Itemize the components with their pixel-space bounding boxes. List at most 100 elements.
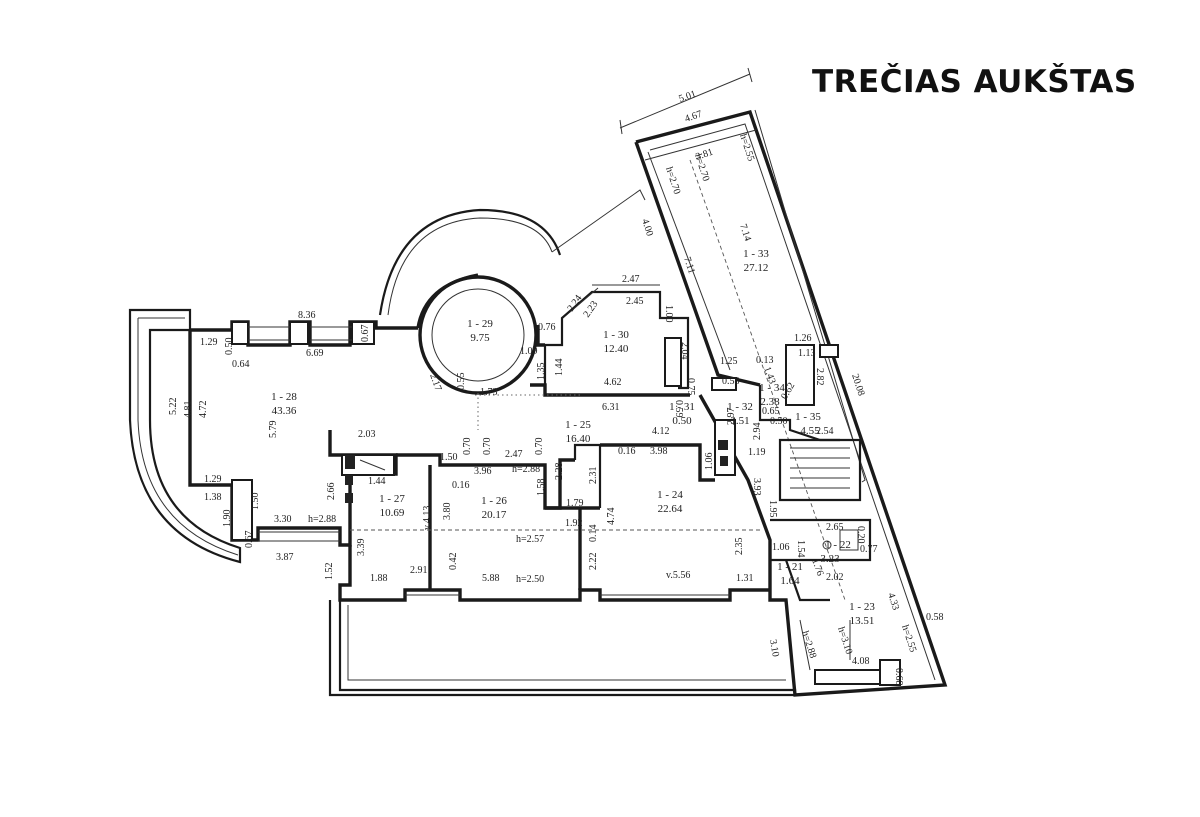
dimension-label: h=2.88: [308, 514, 336, 525]
dimension-label: 1.92: [565, 518, 583, 529]
dimension-label: 5.88: [482, 573, 500, 584]
room-id-26: 1 - 26: [481, 495, 507, 507]
dimension-label: 2.66: [326, 483, 337, 501]
dimension-label: 0.13: [756, 355, 774, 366]
dimension-label: 4.08: [852, 656, 870, 667]
dimension-label: h=2.55: [737, 133, 756, 163]
dimension-label: 1.31: [736, 573, 754, 584]
room-id-34: 1 - 34: [759, 382, 785, 394]
dimension-label: 1.58: [536, 479, 547, 497]
room-area-26: 20.17: [482, 509, 507, 521]
dimension-label: 5.01: [677, 89, 697, 105]
dimension-label: 0.42: [448, 553, 459, 571]
dimension-label: 2.54: [816, 426, 834, 437]
room-id-25: 1 - 25: [565, 419, 591, 431]
dimension-label: 2.04: [679, 342, 690, 360]
dimension-label: 7.14: [737, 223, 753, 243]
dimension-label: 1.19: [748, 447, 766, 458]
dimension-label: 2.82: [814, 368, 825, 386]
dimension-label: 0.68: [893, 668, 904, 686]
dimension-label: 3.10: [767, 639, 781, 658]
dimension-label: 4.74: [606, 508, 617, 526]
dimension-label: 1.50: [440, 452, 458, 463]
dimension-label: 2.23: [581, 299, 600, 320]
room-area-24: 22.64: [658, 503, 683, 515]
room-id-35: 1 - 35: [795, 411, 821, 423]
room-30-walls: [530, 284, 690, 397]
right-wing-walls: [619, 67, 948, 697]
dimension-label: 0.58: [722, 376, 740, 387]
dimension-label: 5.22: [168, 398, 179, 416]
room-labels: 1 - 28 43.36 1 - 29 9.75 1 - 30 12.40 1 …: [271, 248, 875, 627]
dimension-label: 1.90: [222, 510, 233, 528]
dimension-label: 7.11: [681, 256, 697, 276]
dimension-label: 1.29: [200, 337, 218, 348]
dimension-label: 1.88: [370, 573, 388, 584]
room-id-30: 1 - 30: [603, 329, 629, 341]
dimension-label: h=2.88: [799, 630, 818, 660]
dimension-label: 1.38: [204, 492, 222, 503]
dimension-label: 1.00: [663, 305, 674, 323]
dimension-label: 2.22: [588, 553, 599, 571]
dimension-label: 3.30: [274, 514, 292, 525]
dimension-label: 6.31: [602, 402, 620, 413]
dimension-label: 4.81: [183, 401, 194, 419]
dimension-label: 1.50: [250, 493, 261, 511]
room-id-24: 1 - 24: [657, 489, 683, 501]
dimension-label: 2.47: [622, 274, 640, 285]
dimension-label: v.4.13: [422, 506, 433, 530]
dimension-label: v.5.56: [666, 570, 690, 581]
room-id-21: 1 - 21: [777, 561, 803, 573]
room-29-circle: [378, 189, 646, 430]
dimension-label: 6.69: [306, 348, 324, 359]
dimension-label: 0.59: [673, 400, 684, 418]
dimension-label: 1.35: [536, 363, 547, 381]
room-area-31: 0.50: [672, 415, 692, 427]
dimension-label: 2.47: [505, 449, 523, 460]
dimension-label: 1.95: [767, 500, 778, 518]
dimension-label: 3.39: [356, 539, 367, 557]
dimension-label: 4.72: [198, 401, 209, 419]
dimension-label: 2.65: [826, 522, 844, 533]
dimension-label: 0.70: [534, 438, 545, 456]
dimension-label: 1.44: [368, 476, 386, 487]
dimension-label: 2.28: [554, 463, 565, 481]
dimension-label: 1.44: [554, 359, 565, 377]
dimension-label: 2.17: [427, 372, 443, 392]
dimension-label: 2.02: [826, 572, 844, 583]
dimension-label: 0.50: [224, 338, 235, 356]
dimension-labels: 5.01 4.67 3.81 h=2.70 h=2.70 h=2.55 4.00…: [168, 89, 944, 686]
page-title: TREČIAS AUKŠTAS: [812, 64, 1137, 100]
dimension-label: 1.06: [704, 453, 715, 471]
dimension-label: 1.13: [798, 348, 816, 359]
dimension-label: 3.93: [751, 478, 762, 496]
left-balcony: [128, 308, 242, 564]
dimension-label: 0.50: [770, 416, 788, 427]
room-28-walls: [188, 320, 418, 547]
dimension-label: 1.79: [566, 498, 584, 509]
dimension-label: 20.08: [849, 373, 866, 398]
dimension-label: 4.12: [652, 426, 670, 437]
dimension-label: 2.91: [410, 565, 428, 576]
dimension-label: 2.45: [626, 296, 644, 307]
dimension-label: 2.03: [358, 429, 376, 440]
room-area-34: 2.38: [760, 396, 780, 408]
dimension-label: 3.87: [276, 552, 294, 563]
dimension-label: 0.64: [232, 359, 250, 370]
room-id-31: 1 - 31: [669, 401, 695, 413]
room-area-30: 12.40: [604, 343, 629, 355]
room-area-25: 16.40: [566, 433, 591, 445]
dimension-label: h=2.57: [516, 534, 544, 545]
room-id-27: 1 - 27: [379, 493, 405, 505]
room-area-22: 3.23: [820, 553, 840, 565]
dimension-label: h=2.70: [663, 166, 682, 196]
dimension-label: 0.20: [855, 526, 866, 544]
room-id-29: 1 - 29: [467, 318, 493, 330]
dimension-label: 0.75: [685, 378, 696, 396]
dimension-label: 2.97: [726, 408, 737, 426]
dimension-label: h=2.50: [516, 574, 544, 585]
dimension-label: 4.62: [604, 377, 622, 388]
dimension-label: 0.70: [482, 438, 493, 456]
dimension-label: 2.24: [565, 293, 584, 314]
room-area-28: 43.36: [272, 405, 297, 417]
